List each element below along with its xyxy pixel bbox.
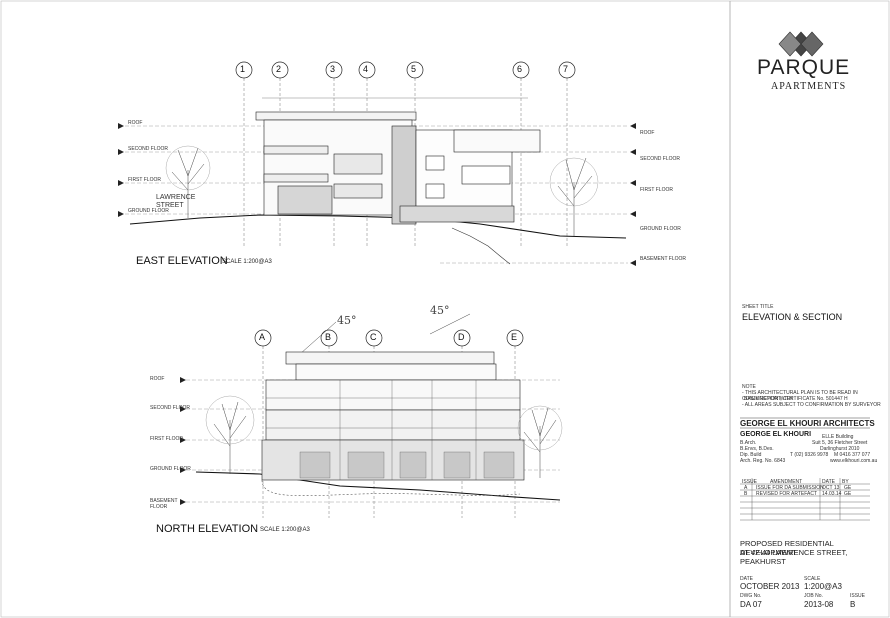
grid-label-2: 2 (276, 64, 282, 74)
sheet-title-label: SHEET TITLE (742, 304, 774, 310)
date-value: OCTOBER 2013 (740, 582, 800, 591)
address-1: ELLE Building (822, 434, 854, 440)
project-line-3: PEAKHURST (740, 557, 786, 566)
grid-bubble-a (254, 329, 272, 347)
sheet-title: ELEVATION & SECTION (742, 312, 843, 322)
grid-bubble-2 (271, 61, 289, 79)
angle-label-d: 45° (430, 304, 450, 317)
scale-label: SCALE (804, 576, 821, 582)
grid-label-b: B (325, 332, 332, 342)
revision-table (740, 478, 870, 521)
note-line-1: - THIS ARCHITECTURAL PLAN IS TO BE READ … (742, 390, 858, 402)
grid-bubble-4 (358, 61, 376, 79)
grid-bubble-6 (512, 61, 530, 79)
rev-header-date: DATE (822, 479, 835, 485)
grid-label-6: 6 (517, 64, 523, 74)
dwg-value: DA 07 (740, 600, 762, 609)
north-level-first: FIRST FLOOR (150, 436, 183, 442)
grid-label-1: 1 (240, 64, 246, 74)
rev-a-by: GE (844, 485, 852, 491)
east-level-ground-right: GROUND FLOOR (640, 226, 681, 232)
grid-bubble-1 (235, 61, 253, 79)
architect-qual-1: B.Arch. (740, 440, 757, 446)
mobile: M 0416 377 077 (834, 452, 871, 458)
north-level-ground: GROUND FLOOR (150, 466, 191, 472)
north-level-second: SECOND FLOOR (150, 405, 191, 411)
grid-bubble-d (453, 329, 471, 347)
issue-label: ISSUE (850, 593, 866, 599)
parque-logo-mark (778, 31, 824, 57)
architect-qual-2: B.Envs, B.Des. (740, 446, 774, 452)
firm-name: GEORGE EL KHOURI ARCHITECTS (740, 419, 875, 428)
note-line-3: - ALL AREAS SUBJECT TO CONFIRMATION BY S… (742, 402, 881, 408)
grid-label-5: 5 (411, 64, 417, 74)
north-elevation-title: NORTH ELEVATION (156, 523, 259, 535)
website: www.elkhouri.com.au (830, 458, 878, 464)
east-level-basement-right: BASEMENT FLOOR (640, 256, 687, 262)
east-elevation (118, 61, 636, 266)
east-level-ground: GROUND FLOOR (128, 208, 169, 214)
grid-label-7: 7 (563, 64, 569, 74)
north-level-basement: BASEMENT FLOOR (150, 498, 178, 510)
rev-header-issue: ISSUE (742, 479, 758, 485)
east-elevation-scale: SCALE 1:200@A3 (222, 259, 272, 265)
rev-header-amendment: AMENDMENT (770, 479, 803, 485)
north-elevation (180, 313, 563, 518)
grid-label-c: C (370, 332, 377, 342)
rev-b-by: GE (844, 491, 852, 497)
grid-bubble-5 (406, 61, 424, 79)
project-line-2: AT 42-44 LAWRENCE STREET, (740, 548, 848, 557)
brand-sub: APARTMENTS (771, 81, 847, 92)
east-level-first: FIRST FLOOR (128, 177, 161, 183)
project-line-1: PROPOSED RESIDENTIAL DEVELOPMENT (740, 539, 834, 557)
grid-bubble-b (320, 329, 338, 347)
grid-label-4: 4 (363, 64, 369, 74)
rev-a-issue: A (744, 485, 748, 491)
east-level-second-right: SECOND FLOOR (640, 156, 681, 162)
architect-qual-3: Dip. Build (740, 452, 762, 458)
architect-name: GEORGE EL KHOURI (740, 431, 812, 438)
angle-label-b: 45° (337, 314, 357, 327)
address-3: Darlinghurst 2010 (820, 446, 860, 452)
scale-value: 1:200@A3 (804, 582, 842, 591)
job-value: 2013-08 (804, 600, 834, 609)
east-level-roof-right: ROOF (640, 130, 655, 136)
rev-header-by: BY (842, 479, 849, 485)
north-level-roof: ROOF (150, 376, 165, 382)
north-elevation-scale: SCALE 1:200@A3 (260, 527, 310, 533)
grid-bubble-c (365, 329, 383, 347)
note-line-2: BASIX REPORT, CERTIFICATE No. 501447 H (744, 396, 848, 402)
rev-b-amendment: REVISED FOR ARTEFACT (756, 491, 818, 497)
issue-value: B (850, 600, 856, 609)
grid-bubble-e (506, 329, 524, 347)
rev-b-date: 14.03.14 (822, 491, 842, 497)
grid-label-3: 3 (330, 64, 336, 74)
grid-label-a: A (259, 332, 266, 342)
address-2: Suit 5, 36 Fletcher Street (812, 440, 868, 446)
notes-label: NOTE (742, 384, 756, 390)
east-level-second: SECOND FLOOR (128, 146, 169, 152)
grid-label-d: D (458, 332, 465, 342)
architect-qual-4: Arch. Reg. No. 6843 (740, 458, 786, 464)
rev-a-date: OCT 13 (822, 485, 840, 491)
grid-bubble-3 (325, 61, 343, 79)
east-elevation-title: EAST ELEVATION (136, 255, 228, 267)
east-level-roof: ROOF (128, 120, 143, 126)
rev-a-amendment: ISSUE FOR DA SUBMISSION (756, 485, 824, 491)
grid-label-e: E (511, 332, 518, 342)
job-label: JOB No. (804, 593, 823, 599)
rev-b-issue: B (744, 491, 748, 497)
east-level-first-right: FIRST FLOOR (640, 187, 673, 193)
brand-name: PARQUE (757, 56, 851, 79)
dwg-label: DWG No. (740, 593, 762, 599)
grid-bubble-7 (558, 61, 576, 79)
phone: T (02) 9326 9978 (790, 452, 829, 458)
date-label: DATE (740, 576, 753, 582)
street-label: LAWRENCE STREET (156, 194, 196, 209)
